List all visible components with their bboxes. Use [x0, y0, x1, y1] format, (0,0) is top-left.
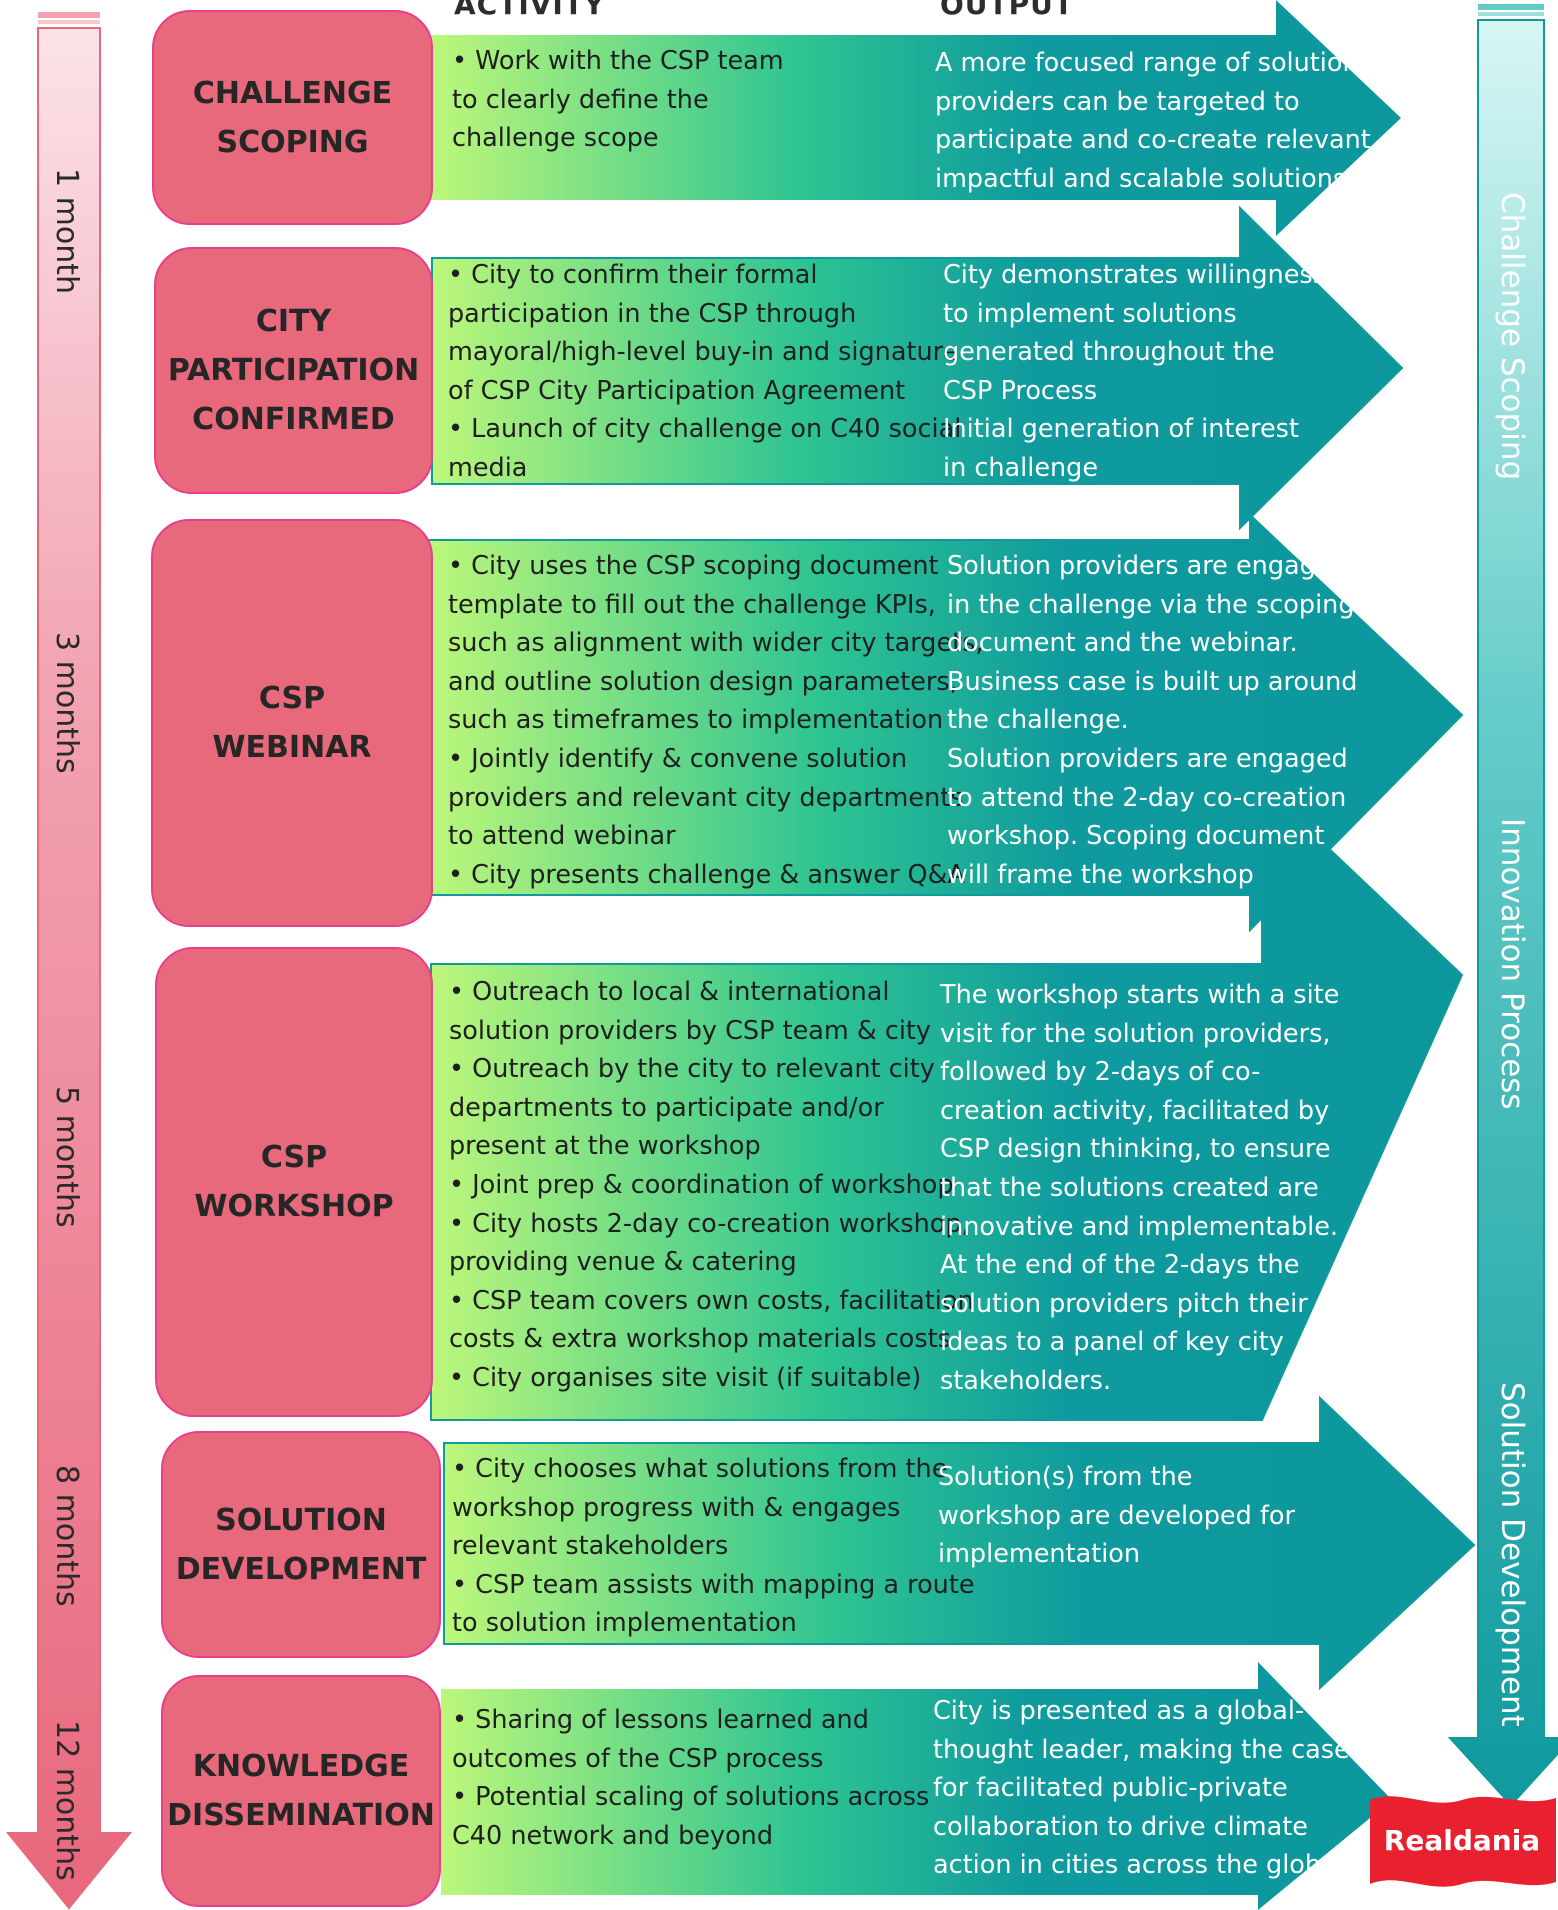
stage-title: CHALLENGE SCOPING: [192, 75, 393, 160]
timeline-label-1-month: 1 month: [49, 168, 84, 294]
timeline-arrow: [5, 12, 133, 1910]
timeline-label-12-months: 12 months: [49, 1720, 84, 1881]
stage-box-csp-workshop: CSP WORKSHOP: [155, 947, 433, 1417]
output-text-knowledge-dissemination: City is presented as a global-thought le…: [933, 1696, 1350, 1881]
stage-title: CSP WEBINAR: [212, 681, 372, 765]
timeline-label-8-months: 8 months: [49, 1465, 84, 1607]
row-arrows: [427, 0, 1476, 1910]
stage-box-solution-development: SOLUTION DEVELOPMENT: [161, 1431, 441, 1658]
stage-title: KNOWLEDGE DISSEMINATION: [167, 1749, 435, 1833]
row-arrow-city-participation: [431, 205, 1404, 531]
timeline-label-3-months: 3 months: [49, 632, 84, 774]
activity-header: ACTIVITY: [454, 0, 606, 21]
stage-title: SOLUTION DEVELOPMENT: [175, 1502, 427, 1587]
stage-box-knowledge-dissemination: KNOWLEDGE DISSEMINATION: [161, 1675, 441, 1907]
logo-flag: [1370, 1796, 1556, 1887]
stage-box-challenge-scoping: CHALLENGE SCOPING: [152, 10, 433, 225]
phase-label-challenge-scoping: Challenge Scoping: [1494, 192, 1530, 481]
stage-title: CSP WORKSHOP: [194, 1140, 394, 1224]
phase-label-solution-development: Solution Development: [1494, 1382, 1530, 1727]
output-header: OUTPUT: [940, 0, 1074, 21]
realdania-logo: Realdania: [1383, 1824, 1541, 1857]
row-arrow-solution-development: [443, 1395, 1476, 1691]
phase-arrow: [1447, 4, 1558, 1807]
row-arrow-knowledge-dissemination: [441, 1662, 1392, 1910]
row-arrow-csp-webinar: [427, 512, 1464, 933]
row-arrow-csp-workshop: [430, 782, 1464, 1421]
row-arrow-challenge-scoping: [431, 0, 1401, 236]
timeline-label-5-months: 5 months: [49, 1086, 84, 1228]
stage-box-csp-webinar: CSP WEBINAR: [151, 519, 433, 927]
stage-title: CITY PARTICIPATION CONFIRMED: [167, 304, 420, 437]
phase-label-innovation-process: Innovation Process: [1494, 818, 1530, 1110]
stage-box-city-participation-confirmed: CITY PARTICIPATION CONFIRMED: [154, 247, 433, 494]
